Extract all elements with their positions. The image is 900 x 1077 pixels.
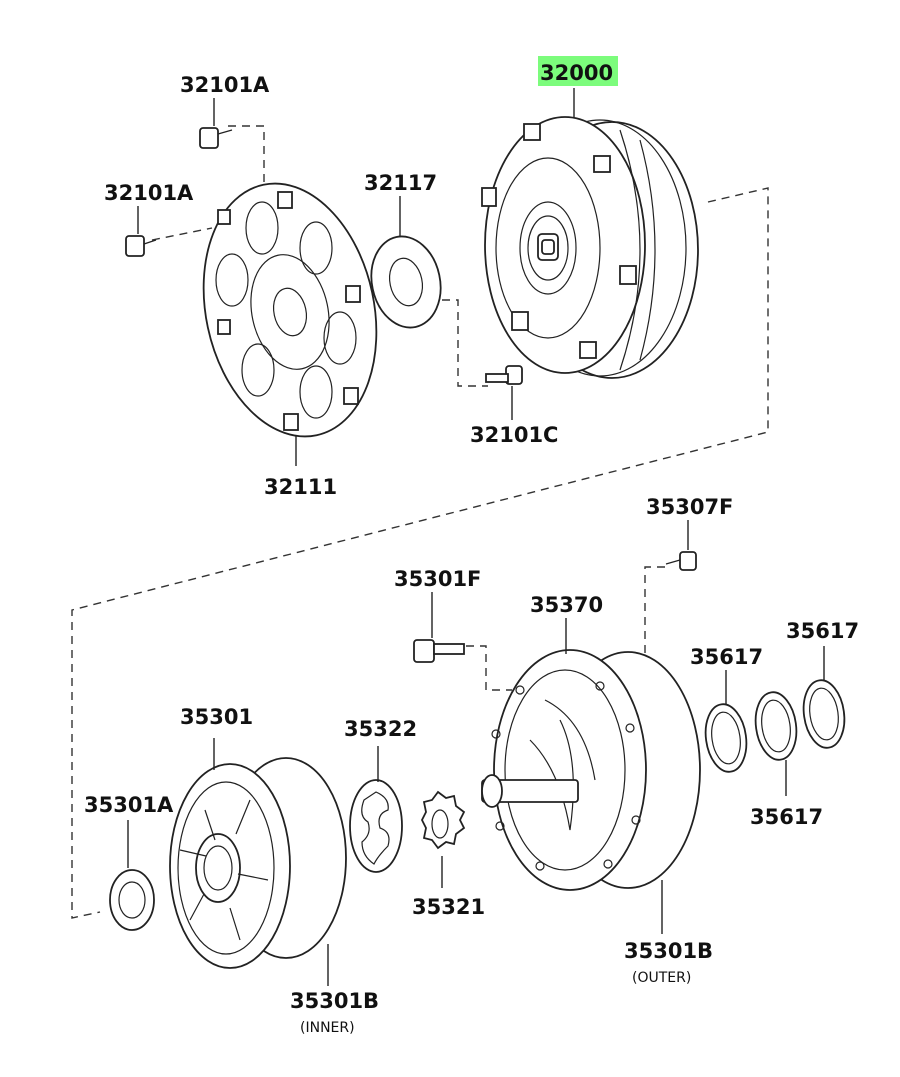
bolt-32101a-left[interactable] [125, 206, 157, 257]
label-35321[interactable]: 35321 [412, 895, 485, 919]
assembly-dashed-lines [71, 125, 769, 919]
label-35301b-outer[interactable]: 35301B [624, 939, 713, 963]
label-32000[interactable]: 32000 [540, 61, 613, 85]
bolt-32101c[interactable] [485, 365, 523, 420]
note-inner: (INNER) [300, 1020, 355, 1036]
label-32101c[interactable]: 32101C [470, 423, 558, 447]
highlight-box [538, 56, 618, 86]
note-outer: (OUTER) [632, 970, 691, 986]
driven-gear[interactable] [349, 746, 403, 873]
pump-cover[interactable] [169, 738, 347, 986]
label-35307f[interactable]: 35307F [646, 495, 733, 519]
label-32101a-top[interactable]: 32101A [180, 73, 270, 97]
label-35301a[interactable]: 35301A [84, 793, 174, 817]
part-labels: 32000 32101A 32101A 32117 32111 32101C 3… [84, 61, 859, 1036]
label-35301[interactable]: 35301 [180, 705, 253, 729]
drive-gear[interactable] [420, 790, 466, 888]
spacer-plate[interactable] [363, 196, 449, 334]
bolt-35307f[interactable] [665, 520, 697, 571]
label-32111[interactable]: 32111 [264, 475, 337, 499]
label-32101a-left[interactable]: 32101A [104, 181, 194, 205]
label-35617-bottom[interactable]: 35617 [750, 805, 823, 829]
bolt-32101a-top[interactable] [199, 98, 233, 149]
label-35301b-inner[interactable]: 35301B [290, 989, 379, 1013]
label-35301f[interactable]: 35301F [394, 567, 481, 591]
bolt-35301f[interactable] [413, 592, 465, 663]
drive-plate[interactable] [181, 167, 399, 466]
seal-ring-1[interactable] [701, 670, 750, 774]
seal-ring-2[interactable] [751, 690, 800, 796]
label-35322[interactable]: 35322 [344, 717, 417, 741]
label-35617-left[interactable]: 35617 [690, 645, 763, 669]
torque-converter[interactable] [481, 56, 699, 379]
label-35370[interactable]: 35370 [530, 593, 603, 617]
seal-ring-3[interactable] [799, 646, 848, 750]
label-35617-right[interactable]: 35617 [786, 619, 859, 643]
oil-seal[interactable] [109, 820, 155, 931]
oil-pump-body[interactable] [481, 618, 701, 891]
label-32117[interactable]: 32117 [364, 171, 437, 195]
